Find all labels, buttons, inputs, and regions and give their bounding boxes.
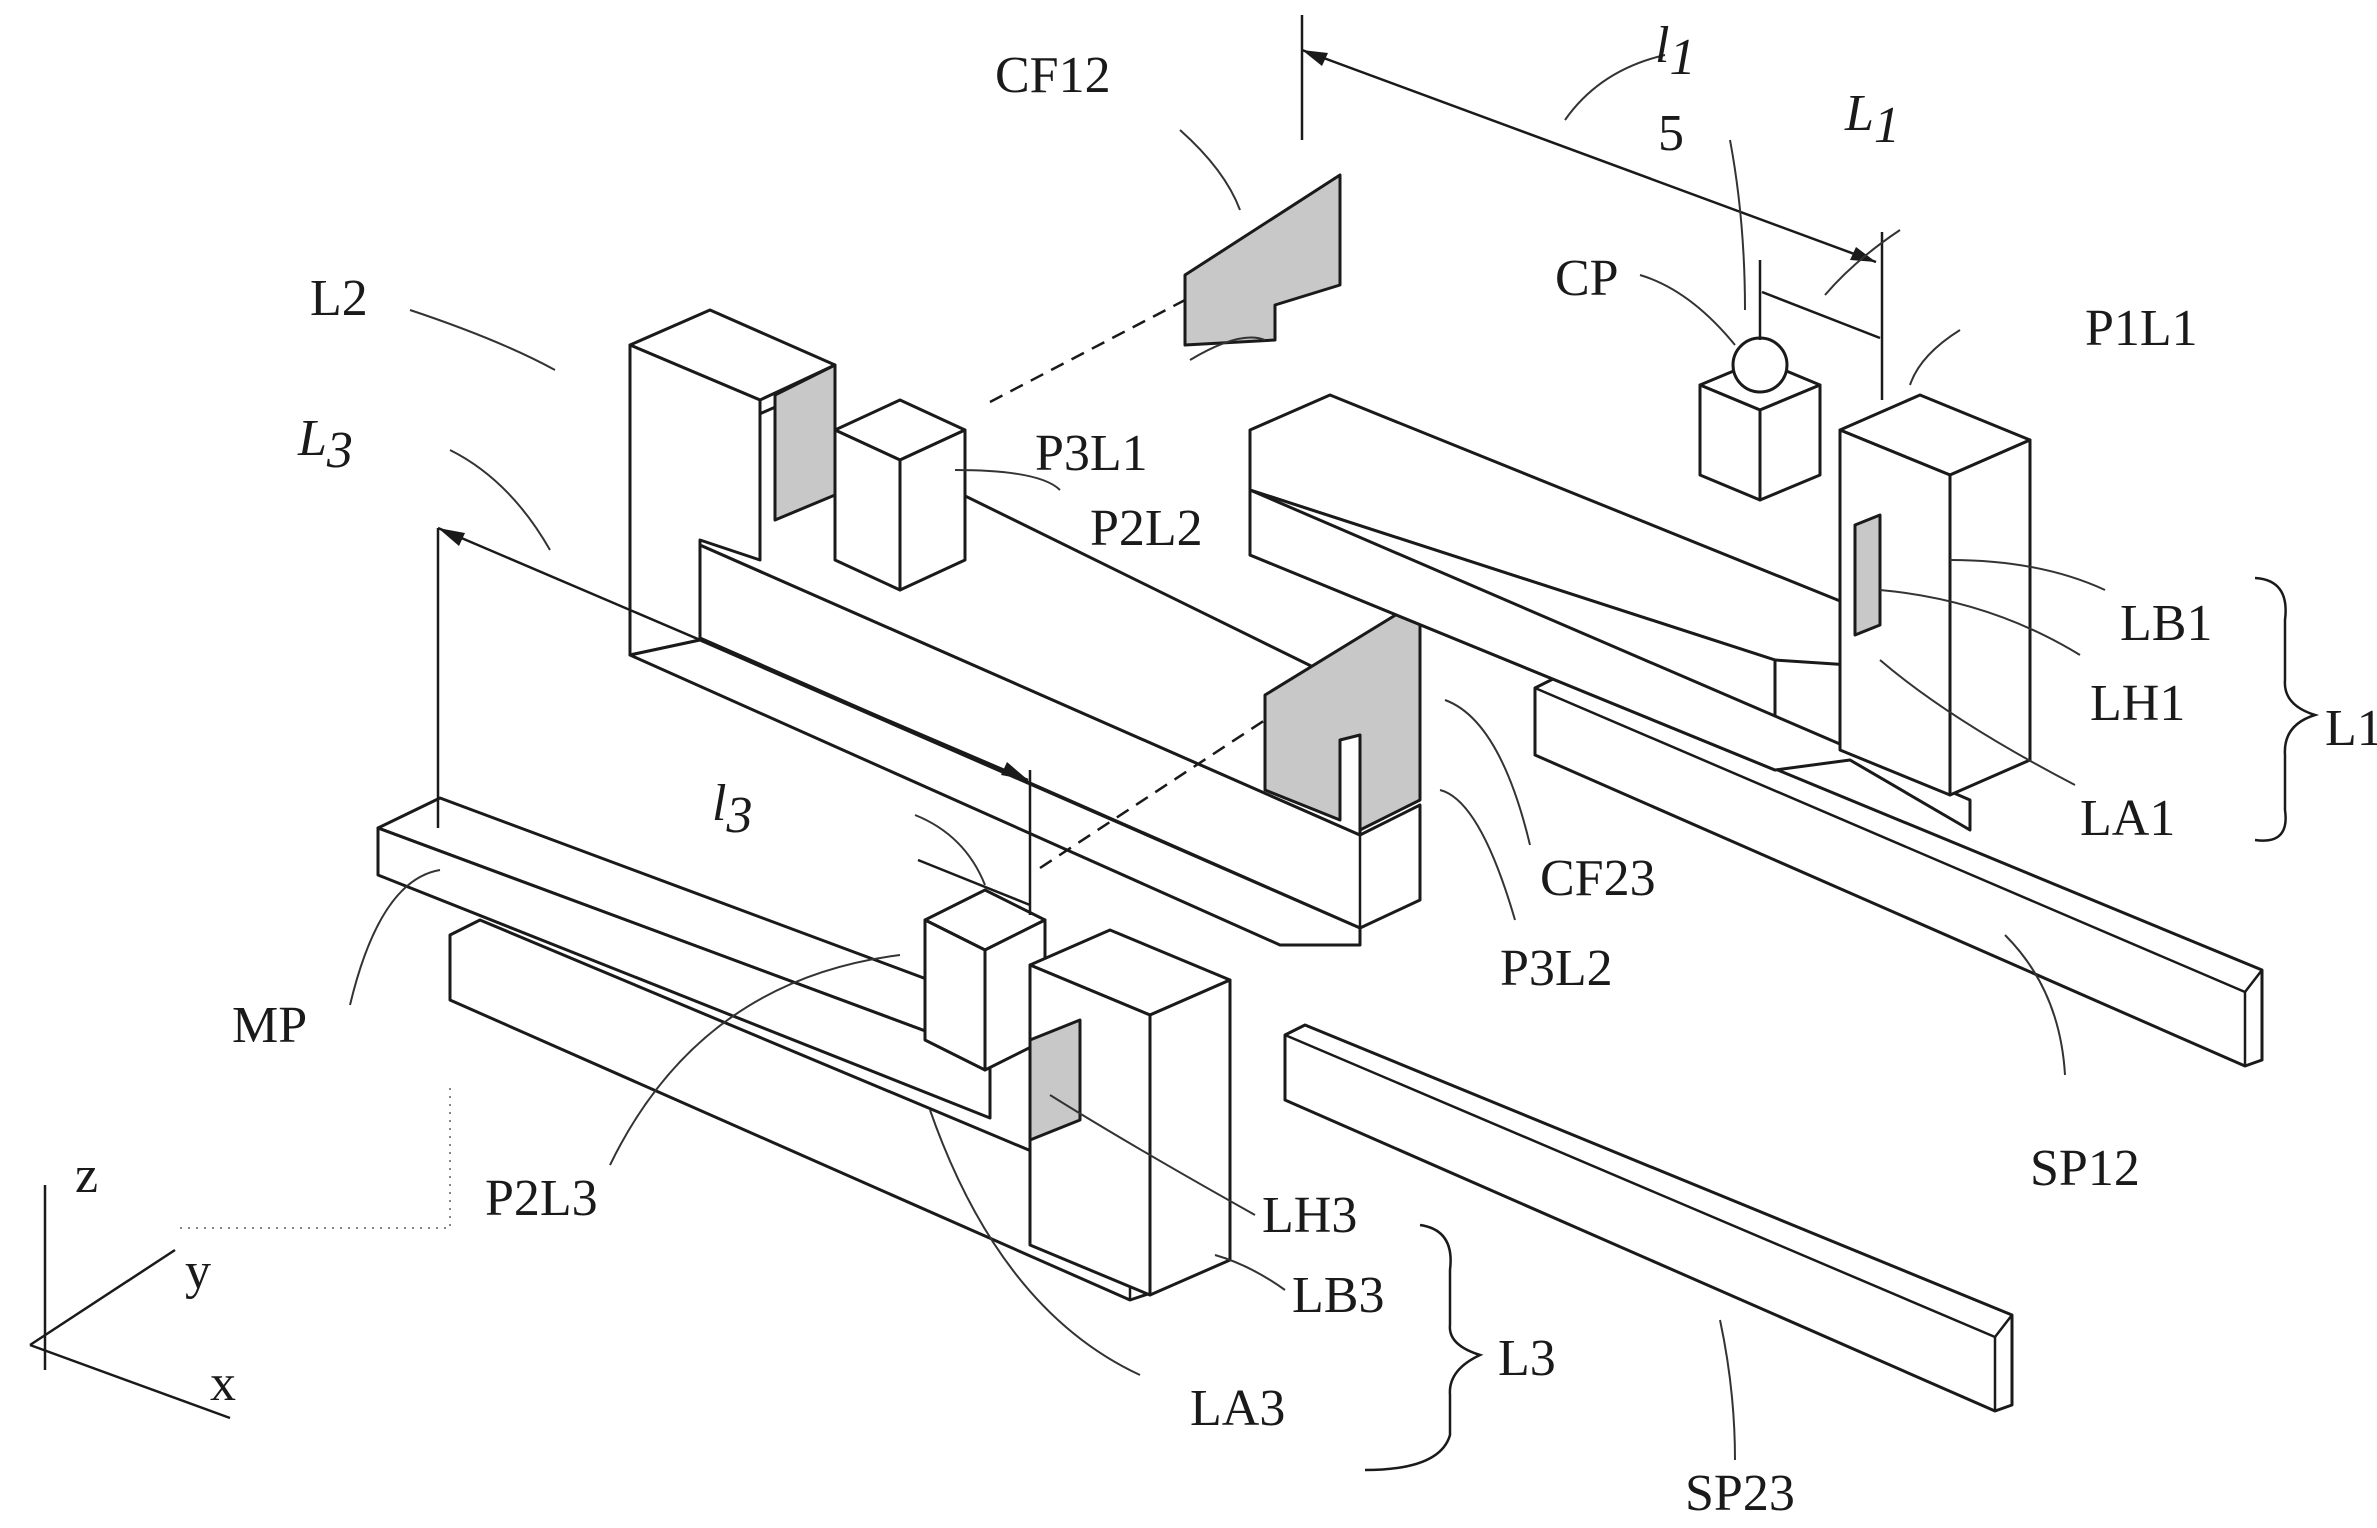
- axes: [29, 1085, 451, 1420]
- label-L3-dim-sub: 3: [326, 422, 353, 479]
- label-L1-dim: L1: [1844, 85, 1900, 154]
- label-p2l2: P2L2: [1090, 500, 1203, 557]
- dashed-link-upper: [989, 298, 1186, 404]
- label-la1: LA1: [2080, 790, 2175, 847]
- label-cf12: CF12: [995, 47, 1111, 104]
- label-la3: LA3: [1190, 1380, 1285, 1437]
- label-lb3: LB3: [1292, 1267, 1384, 1324]
- lever-l2: [628, 308, 1422, 947]
- label-mp: MP: [232, 997, 307, 1054]
- label-z: z: [75, 1147, 98, 1204]
- label-L1-dim-sub: 1: [1874, 97, 1900, 154]
- label-l3: L3: [1498, 1330, 1556, 1387]
- label-p1l1: P1L1: [2085, 300, 2198, 357]
- label-l2: L2: [310, 270, 368, 327]
- label-sp23: SP23: [1685, 1465, 1795, 1522]
- y-axis: [29, 1248, 176, 1347]
- brace-l1: [2254, 576, 2320, 842]
- leaders: [349, 54, 2106, 1461]
- projection-guide: [180, 1085, 451, 1229]
- label-cf23: CF23: [1540, 850, 1656, 907]
- label-l1-dim-sub: 1: [1669, 29, 1695, 86]
- label-y: y: [185, 1243, 211, 1300]
- label-p3l1: P3L1: [1035, 425, 1148, 482]
- label-lh3: LH3: [1262, 1187, 1357, 1244]
- dimension-l3: [917, 858, 1031, 907]
- label-l3-dim-main: l: [712, 775, 726, 832]
- x-axis: [29, 1343, 231, 1420]
- label-p3l2: P3L2: [1500, 940, 1613, 997]
- brace-l3: [1364, 1223, 1484, 1472]
- label-L3-dim: L3: [297, 410, 353, 479]
- lever-l3: [376, 796, 1232, 1302]
- label-lh1: LH1: [2090, 675, 2185, 732]
- label-five: 5: [1658, 105, 1684, 162]
- label-l3-dim-sub: 3: [725, 787, 752, 844]
- label-l1-dim-main: l: [1655, 17, 1669, 74]
- label-L3-dim-main: L: [297, 410, 327, 467]
- dimension-L3: [436, 526, 1032, 915]
- label-L1-dim-main: L: [1844, 85, 1874, 142]
- dimension-L1: [1758, 232, 1884, 400]
- label-sp12: SP12: [2030, 1140, 2140, 1197]
- label-cp: CP: [1555, 250, 1619, 307]
- label-lb1: LB1: [2120, 595, 2212, 652]
- label-l3-dim: l3: [712, 775, 752, 844]
- label-l1: L1: [2325, 700, 2377, 757]
- label-p2l3: P2L3: [485, 1170, 598, 1227]
- dimension-l1: [1300, 15, 1877, 264]
- lever-l1: [1183, 173, 2032, 832]
- label-x: x: [210, 1355, 236, 1412]
- label-l1-dim: l1: [1655, 17, 1695, 86]
- spring-plate-sp23: [1283, 1023, 2014, 1413]
